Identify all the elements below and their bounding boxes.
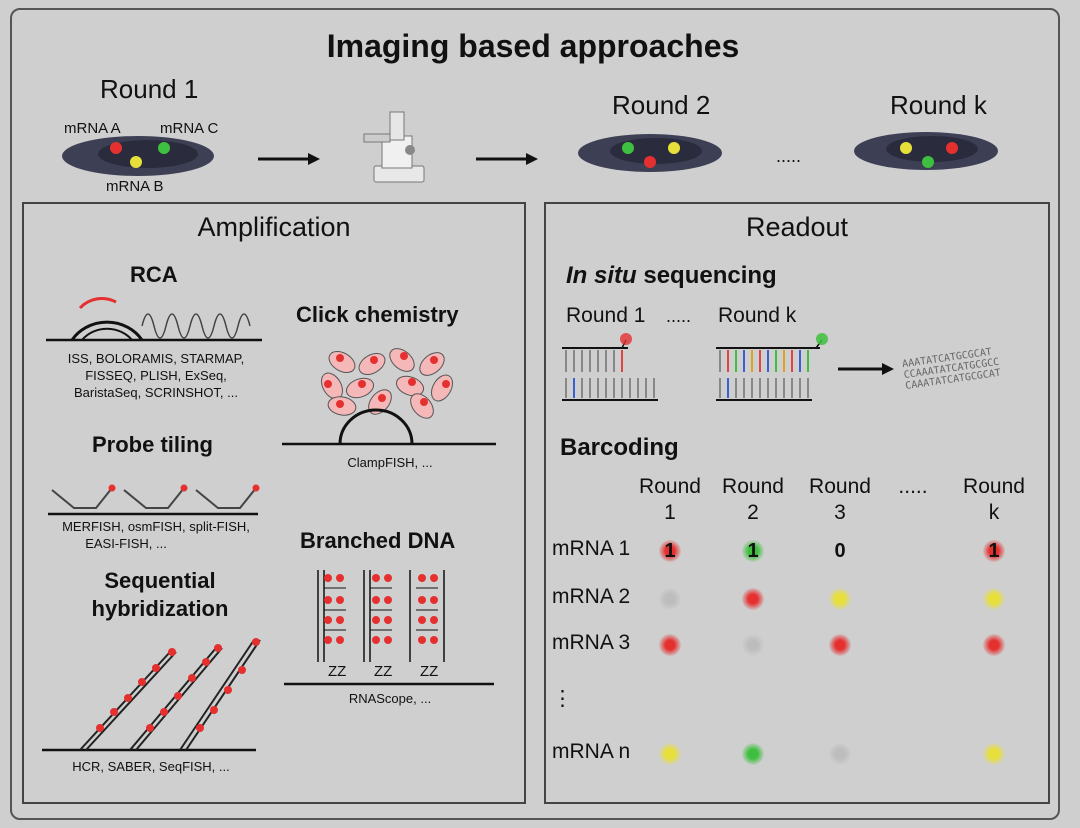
probe-tiling-label: Probe tiling [92,432,213,457]
column-header-line2: 1 [664,501,676,524]
click-tech-line1: ClampFISH, ... [347,455,433,470]
mrna-c-label: mRNA C [160,120,219,137]
column-header-line2: 3 [834,501,846,524]
probe-tech-line2: EASI-FISH, ... [85,536,167,551]
sequencing-round1-diagram [562,333,658,401]
rca-label: RCA [130,262,178,287]
zz-label-1: ZZ [328,663,347,680]
column-header-line1: ..... [898,475,928,498]
click-chemistry-diagram [282,348,496,446]
rca-tech-line3: BaristaSeq, SCRINSHOT, ... [74,385,238,400]
barcode-dot: 1 [983,540,1005,562]
amplification-heading: Amplification [197,212,351,242]
sequencing-roundk-diagram [716,333,828,401]
column-header-line2: 2 [747,501,759,524]
seqhyb-tech-line1: HCR, SABER, SeqFISH, ... [72,759,230,774]
insitu-roundk: Round k [718,304,797,327]
rca-tech-line2: FISSEQ, PLISH, ExSeq, [85,368,227,383]
barcoding-heading: Barcoding [560,434,679,461]
barcode-dot [742,743,764,765]
column-header-line1: Round [809,475,871,498]
barcode-dot: 0 [834,540,846,562]
branched-dna-label: Branched DNA [300,528,456,553]
barcode-dot [829,588,851,610]
readout-heading: Readout [745,212,849,242]
arrow-right-icon [258,153,320,165]
readout-panel [544,202,1050,804]
seqhyb-label-line2: hybridization [91,596,229,621]
insitu-italic: In situ [566,262,637,289]
barcoding-column-header: Round 3 [795,474,885,526]
probe-tiling-diagram [48,484,260,516]
probe-tech-line1: MERFISH, osmFISH, split-FISH, [62,519,250,534]
seqhyb-label-line1: Sequential [104,568,216,593]
seqhyb-diagram [42,638,261,752]
arrow-right-icon [838,363,894,375]
barcode-dot [659,588,681,610]
barcoding-column-header: Round k [949,474,1039,526]
barcode-dot [829,743,851,765]
barcoding-row-label: ⋮ [552,687,573,710]
column-header-line1: Round [963,475,1025,498]
zz-label-2: ZZ [374,663,393,680]
insitu-heading: In situ sequencing [566,262,777,290]
microscope-icon [363,111,425,183]
barcode-dot: 1 [659,540,681,562]
insitu-dots: ..... [666,306,692,326]
rca-diagram [46,297,262,342]
insitu-round1: Round 1 [566,304,646,327]
cell-round2-icon [578,134,722,172]
column-header-line1: Round [639,475,701,498]
barcoding-column-header: ..... [868,474,958,500]
barcode-dot [659,634,681,656]
round1-label: Round 1 [100,74,199,104]
amplification-panel [22,202,526,804]
arrow-right-icon [476,153,538,165]
barcode-dot [983,634,1005,656]
barcoding-row-label: mRNA 1 [552,537,631,560]
barcode-dot [742,634,764,656]
barcoding-column-header: Round 1 [625,474,715,526]
cell-roundk-icon [854,132,998,170]
barcode-dot [659,743,681,765]
mrna-b-label: mRNA B [106,178,164,195]
outer-frame [10,8,1060,820]
barcode-dot [983,743,1005,765]
column-header-line1: Round [722,475,784,498]
cell-round1-icon [62,136,214,176]
barcode-dot [983,588,1005,610]
ellipsis-rounds: ..... [776,146,802,166]
barcoding-column-header: Round 2 [708,474,798,526]
barcode-dot [829,634,851,656]
mrna-c-dot [158,142,170,154]
mrna-a-dot [110,142,122,154]
roundk-label: Round k [890,90,987,120]
click-chemistry-label: Click chemistry [296,302,459,327]
barcode-dot: 1 [742,540,764,562]
page-title: Imaging based approaches [326,28,740,64]
rca-tech-line1: ISS, BOLORAMIS, STARMAP, [67,351,245,366]
barcoding-row-label: mRNA n [552,740,631,763]
barcoding-row-label: mRNA 3 [552,631,631,654]
branched-dna-diagram [284,570,494,686]
insitu-rest: sequencing [636,262,777,289]
barcoding-row-label: mRNA 2 [552,585,631,608]
mrna-a-label: mRNA A [64,120,121,137]
barcode-dot [742,588,764,610]
round2-label: Round 2 [612,90,711,120]
branched-tech-line1: RNAScope, ... [348,691,432,706]
mrna-b-dot [130,156,142,168]
column-header-line2: k [988,501,1000,524]
zz-label-3: ZZ [420,663,439,680]
